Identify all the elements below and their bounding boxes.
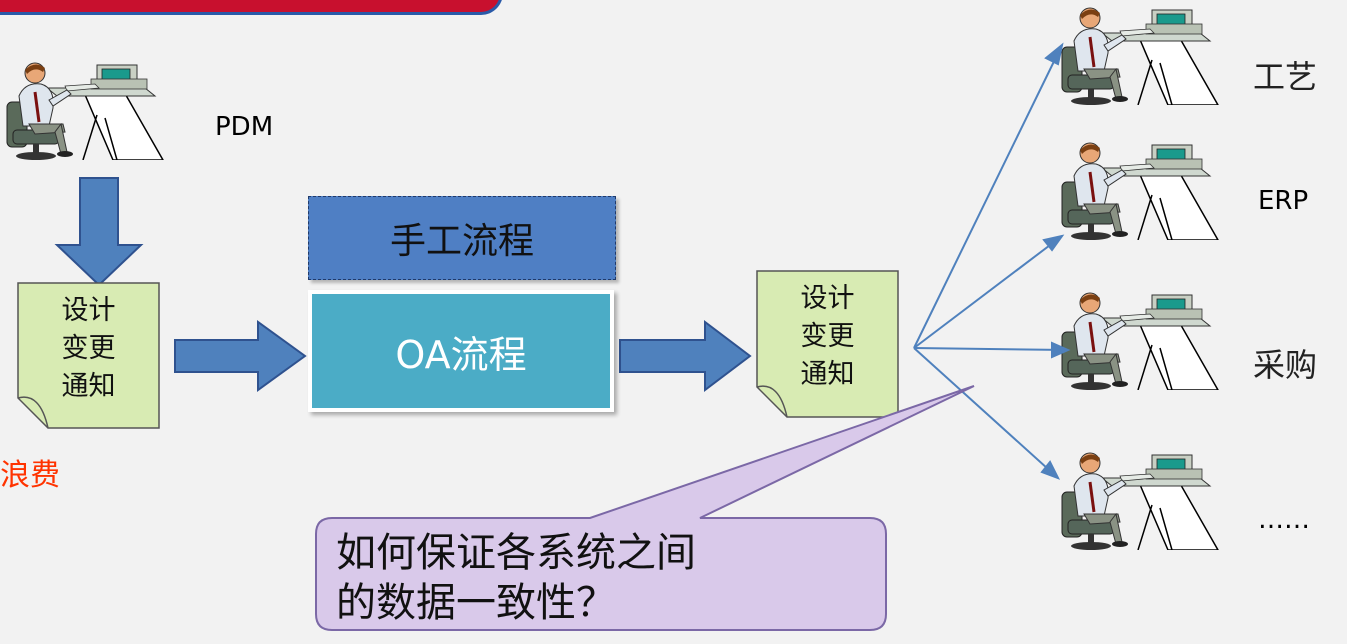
manual-process-box: 手工流程 [308, 196, 616, 280]
pdm-workstation-icon [5, 61, 165, 160]
callout-bubble [315, 385, 975, 631]
down-arrow [54, 177, 144, 287]
other-workstation-icon [1060, 451, 1220, 550]
right-arrow-2 [619, 319, 752, 393]
purchase-workstation-icon [1060, 291, 1220, 390]
erp-workstation-icon [1060, 141, 1220, 240]
target-label-craft: 工艺 [1253, 58, 1318, 96]
target-label-more: …… [1258, 505, 1310, 535]
right-arrow-1 [174, 320, 307, 392]
document-text-right-content: 设计 变更 通知 [800, 283, 855, 390]
oa-process-box: OA流程 [308, 290, 614, 412]
waste-label: 浪费 [0, 458, 60, 493]
craft-workstation-icon [1060, 6, 1220, 105]
callout-text: 如何保证各系统之间 的数据一致性？ [336, 530, 696, 626]
target-label-purchase: 采购 [1253, 346, 1318, 384]
document-text-right: 设计 变更 通知 [757, 280, 898, 394]
distribution-lines [913, 42, 1071, 480]
pdm-label: PDM [215, 112, 274, 142]
document-text-left: 设计 变更 通知 [18, 292, 159, 406]
change-notice-document-left [17, 282, 160, 429]
document-text-left-content: 设计 变更 通知 [61, 295, 116, 402]
change-notice-document-right [756, 270, 899, 418]
target-label-erp: ERP [1258, 186, 1309, 216]
